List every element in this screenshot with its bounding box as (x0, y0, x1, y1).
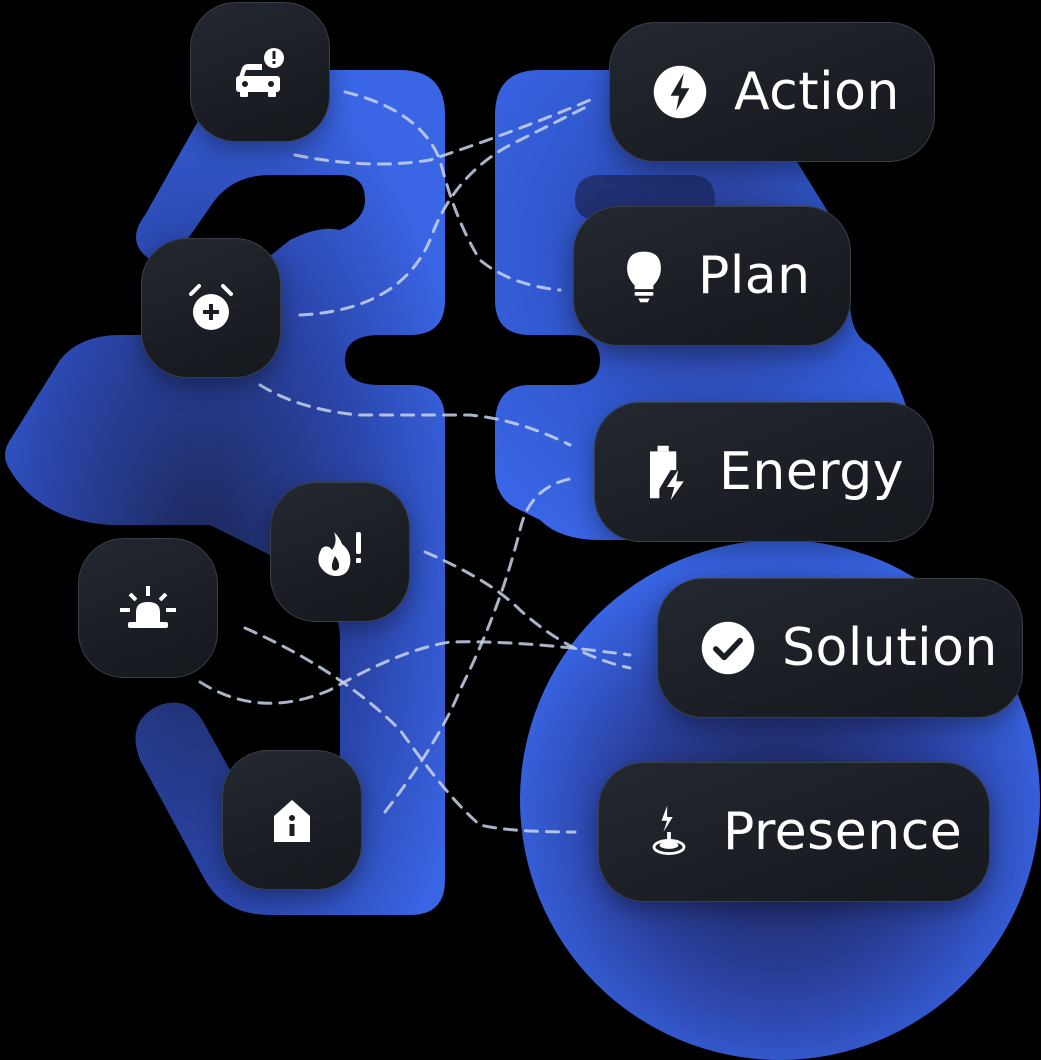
connector-home-info-to-energy (383, 476, 577, 814)
connector-car-alert-to-action (293, 98, 592, 166)
fire-alert-icon (308, 520, 372, 584)
outcome-label-plan: Plan (698, 246, 811, 306)
source-node-alarm-add (141, 238, 281, 378)
car-alert-icon (228, 40, 292, 104)
outcome-label-action: Action (734, 62, 900, 122)
home-info-icon (260, 788, 324, 852)
lightbulb-icon (614, 246, 674, 306)
motion-sensor-icon (639, 802, 699, 862)
outcome-label-solution: Solution (782, 618, 998, 678)
connector-alarm-add-to-action (298, 103, 592, 317)
source-node-siren (78, 538, 218, 678)
connector-car-alert-to-plan (343, 90, 562, 292)
connector-fire-alert-to-solution (423, 550, 632, 670)
outcome-node-plan: Plan (573, 206, 851, 346)
check-circle-icon (698, 618, 758, 678)
outcome-node-energy: Energy (594, 402, 934, 542)
outcome-node-solution: Solution (657, 578, 1023, 718)
source-node-car-alert (190, 2, 330, 142)
outcome-label-presence: Presence (723, 802, 963, 862)
connector-siren-to-solution (198, 640, 632, 705)
connector-siren-to-presence (243, 626, 577, 834)
brain-left-lobe (5, 70, 445, 915)
connector-alarm-add-to-energy (258, 383, 572, 447)
outcome-node-action: Action (609, 22, 935, 162)
outcome-node-presence: Presence (598, 762, 990, 902)
lightning-circle-icon (650, 62, 710, 122)
outcome-label-energy: Energy (719, 442, 905, 502)
battery-charging-icon (635, 442, 695, 502)
source-node-fire-alert (270, 482, 410, 622)
alarm-clock-plus-icon (179, 276, 243, 340)
source-node-home-info (222, 750, 362, 890)
siren-light-icon (116, 576, 180, 640)
